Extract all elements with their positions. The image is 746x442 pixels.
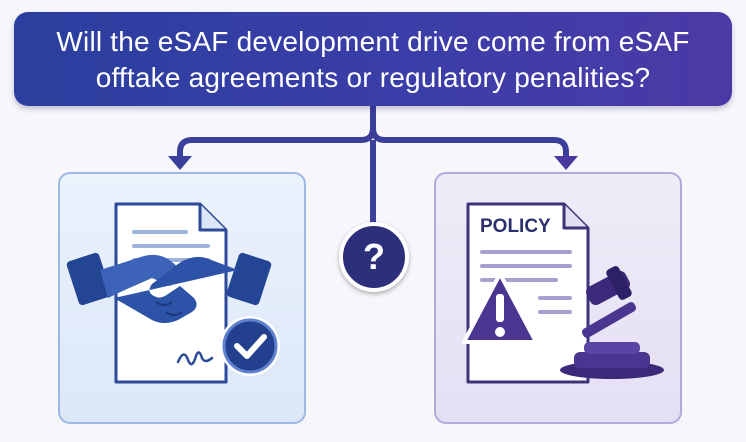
handshake-icon bbox=[66, 252, 272, 323]
policy-document-icon: POLICY bbox=[466, 202, 590, 384]
question-mark-icon: ? bbox=[339, 222, 409, 292]
policy-label: POLICY bbox=[480, 216, 551, 237]
right-connector bbox=[370, 103, 569, 161]
question-line-2: offtake agreements or regulatory penalit… bbox=[95, 62, 651, 93]
question-banner: Will the eSAF development drive come fro… bbox=[14, 12, 732, 106]
right-arrow-icon bbox=[554, 156, 578, 170]
left-connector bbox=[177, 103, 376, 161]
offtake-agreement-panel bbox=[58, 172, 306, 424]
gavel-icon bbox=[560, 266, 664, 379]
left-arrow-icon bbox=[168, 156, 192, 170]
warning-triangle-icon bbox=[462, 272, 538, 344]
signature-icon bbox=[176, 351, 214, 366]
regulatory-penalty-panel: POLICY bbox=[434, 172, 682, 424]
checkmark-badge-icon bbox=[220, 316, 280, 376]
question-line-1: Will the eSAF development drive come fro… bbox=[56, 26, 690, 57]
